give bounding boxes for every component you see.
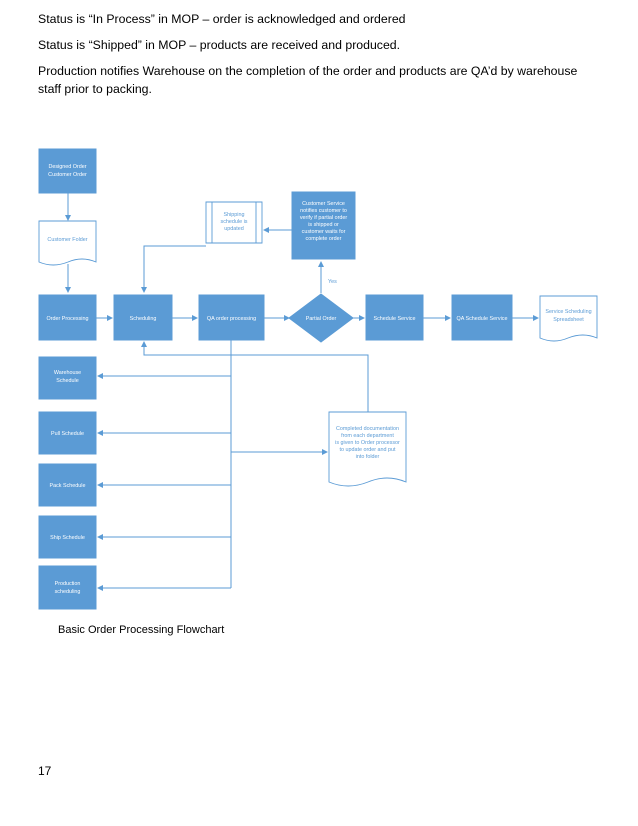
shipping-label: Shipping <box>224 212 245 218</box>
customer-order-label: Customer Order <box>48 172 87 178</box>
customer-service-node: Customer Service notifies customer to ve… <box>291 191 356 260</box>
partial-order-decision-node: Partial Order <box>288 293 354 343</box>
service-spreadsheet-node: Service Scheduling Spreadsheet <box>539 295 598 342</box>
service-scheduling-label: Service Scheduling <box>545 309 591 315</box>
customer-service-line4: is shipped or <box>308 222 339 228</box>
spreadsheet-label: Spreadsheet <box>553 317 584 323</box>
scheduling-label: Scheduling <box>130 316 157 322</box>
page-number: 17 <box>38 764 52 778</box>
warehouse-schedule-node: Warehouse Schedule <box>38 356 97 400</box>
customer-service-line5: customer waits for <box>302 229 346 235</box>
pull-schedule-label: Pull Schedule <box>51 431 84 437</box>
customer-folder-label: Customer Folder <box>47 237 87 243</box>
completed-docs-line1: Completed documentation <box>336 426 399 432</box>
completed-docs-line2: from each department <box>341 433 394 439</box>
order-processing-node: Order Processing <box>38 294 97 341</box>
designed-order-node: Designed Order Customer Order <box>38 148 97 194</box>
status-shipped-text: Status is “Shipped” in MOP – products ar… <box>38 38 401 52</box>
partial-order-label: Partial Order <box>306 316 337 322</box>
ship-schedule-node: Ship Schedule <box>38 515 97 559</box>
customer-service-line3: verify if partial order <box>300 215 348 221</box>
scheduling-node: Scheduling <box>113 294 173 341</box>
completed-docs-line5: into folder <box>356 454 380 460</box>
updated-label: updated <box>224 226 244 232</box>
production-scheduling-node: Production scheduling <box>38 565 97 610</box>
qa-schedule-service-label: QA Schedule Service <box>457 316 508 322</box>
yes-label: Yes <box>328 279 337 285</box>
designed-order-label: Designed Order <box>48 164 86 170</box>
pull-schedule-node: Pull Schedule <box>38 411 97 455</box>
status-in-process-text: Status is “In Process” in MOP – order is… <box>38 12 406 26</box>
qa-order-processing-label: QA order processing <box>207 316 256 322</box>
customer-folder-node: Customer Folder <box>38 220 97 266</box>
schedule-service-label: Schedule Service <box>374 316 416 322</box>
schedule-is-label: schedule is <box>221 219 248 225</box>
warehouse-schedule-label: Schedule <box>56 378 78 384</box>
customer-service-line2: notifies customer to <box>300 208 347 214</box>
completed-documentation-node: Completed documentation from each depart… <box>328 411 407 487</box>
completed-docs-line3: is given to Order processor <box>335 440 400 446</box>
customer-service-line1: Customer Service <box>302 201 345 207</box>
pack-schedule-node: Pack Schedule <box>38 463 97 507</box>
figure-caption: Basic Order Processing Flowchart <box>58 624 225 636</box>
customer-service-line6: complete order <box>306 236 342 242</box>
warehouse-label: Warehouse <box>54 370 81 376</box>
schedule-service-node: Schedule Service <box>365 294 424 341</box>
qa-schedule-service-node: QA Schedule Service <box>451 294 513 341</box>
production-notice-text: Production notifies Warehouse on the com… <box>38 64 578 96</box>
completed-docs-line4: to update order and put <box>339 447 396 453</box>
ship-schedule-label: Ship Schedule <box>50 535 85 541</box>
scheduling-line-label: scheduling <box>55 589 81 595</box>
shipping-schedule-node: Shipping schedule is updated <box>205 201 263 244</box>
production-label: Production <box>55 581 81 587</box>
qa-order-processing-node: QA order processing <box>198 294 265 341</box>
order-processing-label: Order Processing <box>47 316 89 322</box>
pack-schedule-label: Pack Schedule <box>50 483 86 489</box>
flowchart-connectors <box>65 193 539 591</box>
